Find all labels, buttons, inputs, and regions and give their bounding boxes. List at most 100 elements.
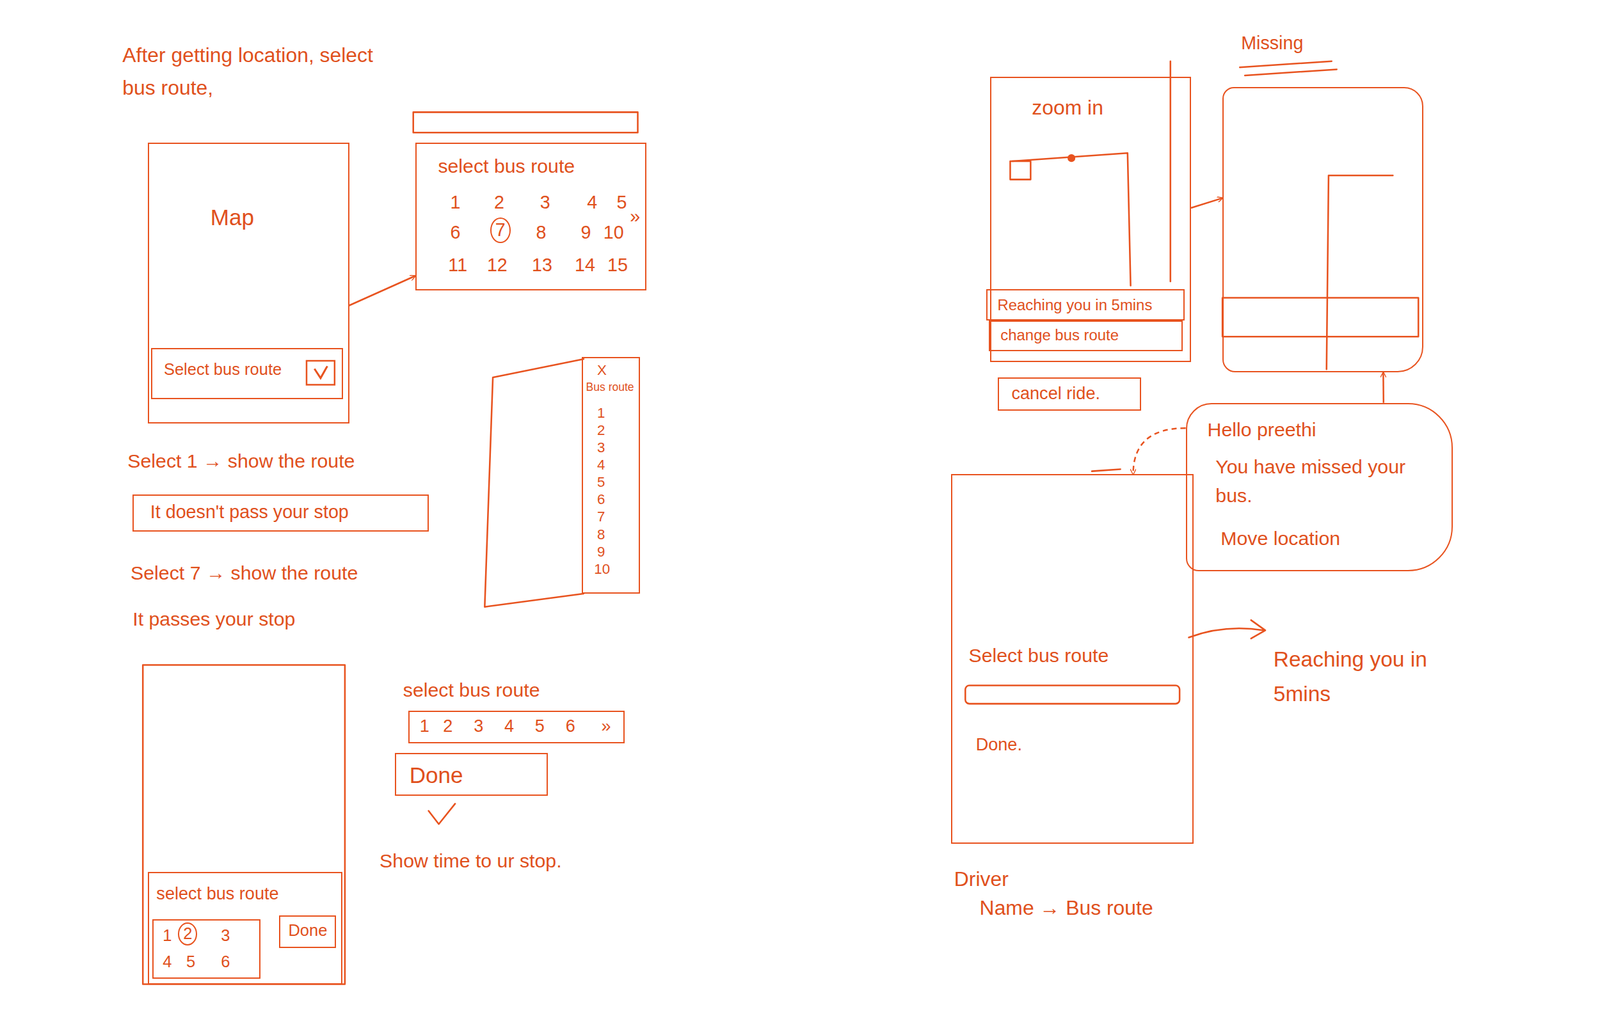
- node-text: 1: [162, 926, 172, 947]
- node-text: 3: [540, 191, 551, 215]
- node-text: 7: [597, 508, 605, 527]
- node-text: 4: [586, 191, 598, 215]
- note-label: Select 7 → show the route: [130, 561, 358, 586]
- node-text: 6: [450, 221, 461, 245]
- route-grid: select bus route123456789101112131415»: [415, 142, 647, 291]
- phone-screen: zoom in Reaching you in 5mins change bus r…: [990, 76, 1192, 363]
- done-button: Done: [394, 753, 548, 797]
- result-arrow: [1188, 620, 1266, 639]
- info-band: [1222, 298, 1419, 338]
- flow-arrow: [1191, 198, 1223, 208]
- node-text: 6: [597, 490, 605, 509]
- node-text: 13: [531, 254, 553, 278]
- node-text: Map: [210, 203, 255, 232]
- node-text: 9: [597, 543, 605, 562]
- node-text: 5: [535, 715, 545, 738]
- node-text: 8: [597, 526, 605, 544]
- node-text: 3: [597, 439, 605, 457]
- route-sidebar: XBus route12345678910: [581, 357, 640, 594]
- node-text: 14: [574, 254, 596, 278]
- node-text: cancel ride.: [1011, 382, 1101, 405]
- bus-marker: [1009, 161, 1031, 180]
- node-text: »: [600, 715, 611, 738]
- node-text: 2: [494, 191, 505, 215]
- node-text: Bus route: [586, 380, 635, 395]
- node-text: Hello preethi: [1207, 417, 1317, 443]
- node-text: 5: [186, 952, 196, 973]
- route-line: [1326, 175, 1394, 370]
- node-text: 4: [504, 715, 514, 738]
- note-label: Select 1 → show the route: [127, 449, 355, 474]
- note-label: select bus route: [403, 678, 541, 703]
- node-text: 15: [607, 254, 628, 278]
- input-bar: [965, 685, 1180, 704]
- underline: [1239, 61, 1337, 76]
- slide-panel: [484, 359, 584, 607]
- note-label: After getting location, select bus route…: [122, 39, 388, 105]
- node-text: 12: [487, 254, 508, 278]
- cancel-button: cancel ride.: [997, 377, 1141, 411]
- node-text: Done.: [976, 734, 1023, 756]
- route-grid: 12 3 45 6: [152, 919, 261, 980]
- node-text: »: [629, 205, 640, 229]
- note-label: Driver: [954, 867, 1009, 893]
- node-text: 5: [616, 191, 627, 215]
- node-text: zoom in: [1031, 95, 1104, 121]
- node-text: Move location: [1220, 526, 1341, 552]
- phone-tab: [1091, 469, 1121, 472]
- node-text: It doesn't pass your stop: [150, 501, 349, 525]
- flow-arrow: [1133, 428, 1186, 475]
- node-text: 2: [597, 421, 605, 440]
- route-strip: 123456 »: [408, 711, 625, 744]
- node-text: X: [597, 361, 607, 380]
- phone-screen: Missing: [1222, 87, 1424, 373]
- node-text: Reaching you in 5mins: [997, 295, 1153, 315]
- node-text: You have missed your bus.: [1215, 452, 1435, 511]
- node-text: 5: [597, 473, 605, 492]
- flow-arrow: [349, 275, 416, 306]
- node-text: 1: [419, 715, 430, 738]
- note-label: Reaching you in 5mins: [1273, 642, 1468, 712]
- node-text: select bus route: [156, 883, 279, 905]
- search-bar: [413, 112, 639, 133]
- node-text: 4: [162, 952, 172, 973]
- node-text: 6: [565, 715, 576, 738]
- node-text: 2: [442, 715, 453, 738]
- node-text: 3: [473, 715, 484, 738]
- status-box: Reaching you in 5mins: [986, 289, 1186, 321]
- node-text: 4: [597, 456, 605, 475]
- node-text: Done: [409, 761, 464, 790]
- node-text: 7: [490, 217, 511, 244]
- phone-screen: MapSelect bus route: [147, 142, 349, 424]
- node-text: 10: [603, 221, 624, 245]
- phone-frame: [142, 665, 345, 985]
- node-text: select bus route: [437, 154, 575, 179]
- node-text: 6: [220, 952, 230, 973]
- message-bubble: Hello preethiYou have missed your bus. Mo…: [1185, 403, 1454, 572]
- node-text: Select bus route: [163, 359, 282, 381]
- action-box: change bus route: [988, 320, 1183, 352]
- node-text: Select bus route: [968, 643, 1109, 669]
- node-text: 1: [450, 191, 461, 215]
- message-box: It doesn't pass your stop: [132, 494, 429, 532]
- done-button: Done: [279, 915, 336, 949]
- flow-arrow: [1382, 372, 1385, 404]
- select-band: select bus route 12 3 45 6 Done: [147, 872, 342, 985]
- note-label: It passes your stop: [132, 607, 296, 632]
- node-text: 10: [593, 560, 610, 579]
- divider-line: [1169, 61, 1172, 282]
- note-label: Show time to ur stop.: [379, 849, 562, 874]
- node-text: Missing: [1240, 32, 1304, 56]
- select-band: Select bus route: [151, 348, 344, 400]
- node-text: change bus route: [1000, 325, 1119, 345]
- node-text: 9: [581, 221, 592, 245]
- node-text: 3: [220, 926, 230, 947]
- node-text: 8: [535, 221, 546, 245]
- node-text: 11: [448, 254, 468, 278]
- node-text: 2: [177, 922, 198, 946]
- phone-screen: Select bus routeDone.: [951, 474, 1194, 844]
- stop-dot: [1068, 154, 1075, 162]
- node-text: Done: [288, 920, 328, 942]
- dropdown-chevron: [305, 359, 336, 386]
